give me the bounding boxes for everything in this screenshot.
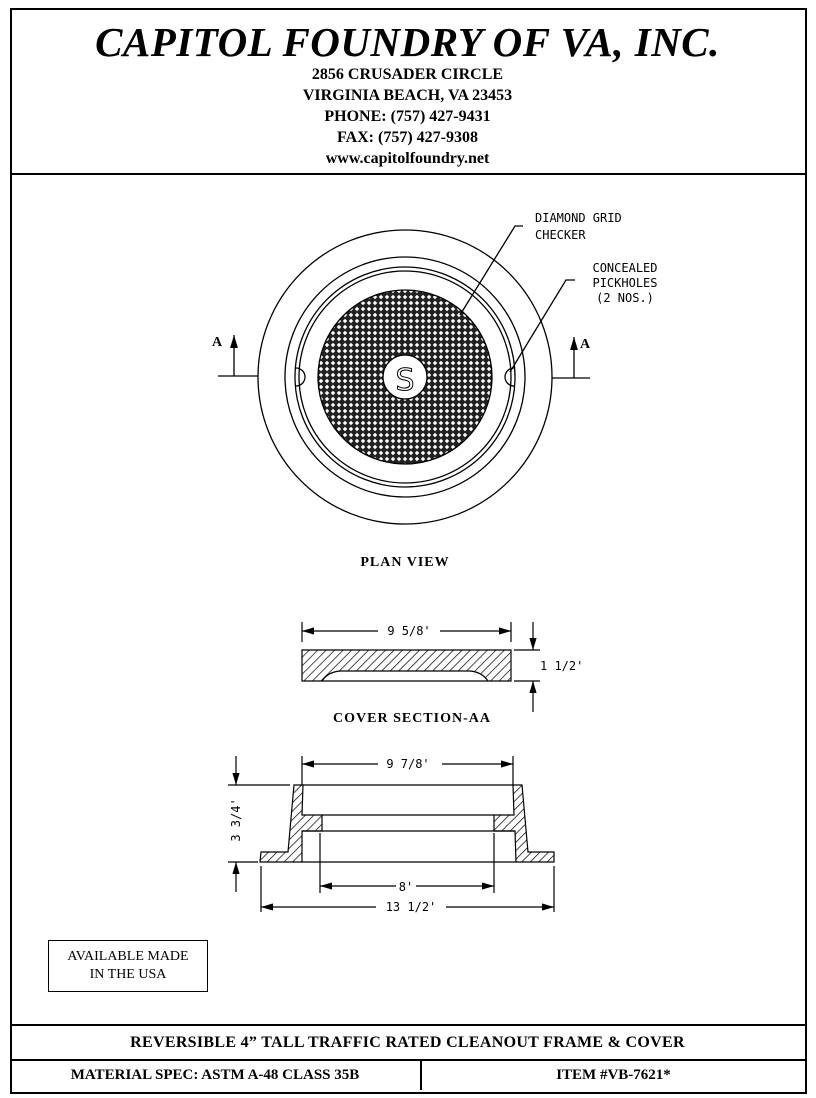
section-marker-right: A bbox=[580, 337, 591, 352]
section-marker-left: A bbox=[212, 335, 223, 350]
material-spec: MATERIAL SPEC: ASTM A-48 CLASS 35B bbox=[10, 1059, 422, 1090]
callout-checker-2: CHECKER bbox=[535, 228, 586, 242]
frame-top-width-dim: 9 7/8' bbox=[386, 757, 429, 771]
product-description: REVERSIBLE 4” TALL TRAFFIC RATED CLEANOU… bbox=[10, 1024, 805, 1061]
item-number: ITEM #VB-7621* bbox=[556, 1067, 671, 1083]
cover-height-dim: 1 1/2' bbox=[540, 659, 583, 673]
fax: FAX: (757) 427-9308 bbox=[336, 129, 478, 146]
notice-line-1: AVAILABLE MADE bbox=[67, 949, 189, 964]
address-line-2: VIRGINIA BEACH, VA 23453 bbox=[302, 87, 513, 104]
cover-width-dim: 9 5/8' bbox=[387, 624, 430, 638]
plan-view bbox=[218, 225, 590, 525]
frame-opening-dim: 8' bbox=[399, 880, 413, 894]
company-name: CAPITOL FOUNDRY OF VA, INC. bbox=[95, 19, 720, 65]
page-border bbox=[10, 8, 807, 1094]
company-header: CAPITOL FOUNDRY OF VA, INC. 2856 CRUSADE… bbox=[10, 8, 805, 175]
callout-pickholes-2: PICKHOLES bbox=[592, 276, 657, 290]
callout-checker-1: DIAMOND GRID bbox=[535, 211, 622, 225]
cover-section-label: COVER SECTION-AA bbox=[333, 711, 491, 726]
website: www.capitolfoundry.net bbox=[325, 150, 490, 167]
made-in-usa-notice: AVAILABLE MADE IN THE USA bbox=[48, 940, 208, 992]
callout-pickholes-3: (2 NOS.) bbox=[596, 291, 654, 305]
address-line-1: 2856 CRUSADER CIRCLE bbox=[311, 66, 504, 83]
pickhole-left bbox=[295, 367, 306, 387]
notice-line-2: IN THE USA bbox=[89, 967, 167, 982]
plan-view-label: PLAN VIEW bbox=[360, 555, 449, 570]
pickhole-right bbox=[504, 367, 515, 387]
callout-pickholes-1: CONCEALED bbox=[592, 261, 657, 275]
cover-section bbox=[301, 622, 540, 712]
frame-flange-width-dim: 13 1/2' bbox=[386, 900, 437, 914]
frame-section bbox=[228, 756, 555, 912]
phone: PHONE: (757) 427-9431 bbox=[324, 108, 491, 125]
cover-logo-s: S bbox=[395, 363, 414, 398]
frame-height-dim: 3 3/4' bbox=[229, 798, 243, 841]
